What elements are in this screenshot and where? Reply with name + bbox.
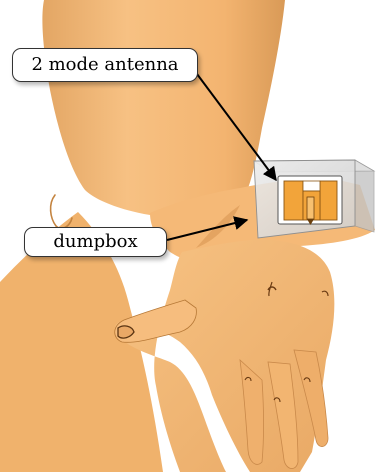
antenna xyxy=(278,176,342,225)
antenna-patch-right xyxy=(320,181,337,220)
dumpbox-label: dumpbox xyxy=(24,227,167,257)
body-crease xyxy=(51,195,72,228)
antenna-patch-left xyxy=(284,181,303,220)
antenna-slot-top xyxy=(303,181,320,191)
upper-arm xyxy=(42,0,285,215)
antenna-feed xyxy=(307,197,314,219)
antenna-label: 2 mode antenna xyxy=(12,48,198,82)
